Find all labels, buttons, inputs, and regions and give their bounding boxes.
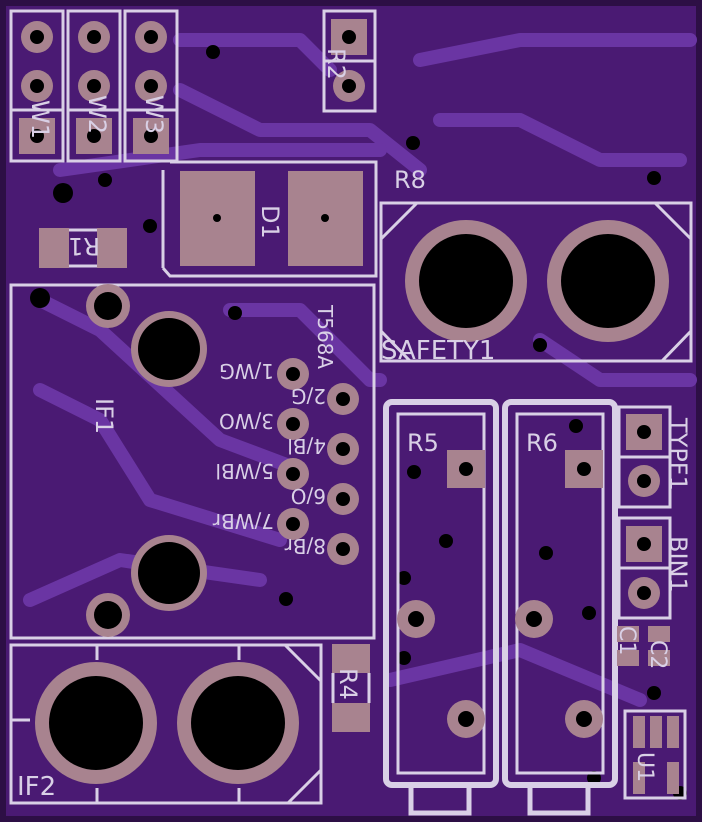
label-bin1: BIN1 bbox=[664, 536, 692, 593]
pin-label-5: 5/WBl bbox=[215, 459, 274, 483]
label-w3: W3 bbox=[140, 95, 168, 134]
pin-label-1: 1/WG bbox=[219, 359, 274, 383]
header-w2 bbox=[66, 9, 122, 163]
label-c1: C1 bbox=[614, 626, 639, 655]
connector-safety1 bbox=[379, 201, 693, 363]
label-typf1: TYPF1 bbox=[664, 417, 692, 491]
label-r4: R4 bbox=[334, 668, 362, 700]
label-d1: D1 bbox=[256, 205, 284, 239]
pin-label-8: 8/Br bbox=[284, 534, 326, 558]
capacitor-c2 bbox=[648, 626, 670, 666]
resistor-r4 bbox=[331, 644, 371, 732]
label-t568a: T568A bbox=[313, 304, 337, 369]
label-r6: R6 bbox=[526, 429, 558, 457]
label-r2: R2 bbox=[322, 48, 350, 80]
ic-u1 bbox=[623, 709, 687, 800]
header-bin1 bbox=[617, 516, 672, 620]
label-r8: R8 bbox=[394, 166, 426, 194]
pin-label-3: 3/WO bbox=[219, 409, 274, 433]
label-u1: U1 bbox=[632, 752, 657, 782]
header-w3 bbox=[123, 9, 179, 163]
connector-if2 bbox=[9, 643, 323, 805]
label-if1: IF1 bbox=[90, 398, 118, 434]
capacitor-c1 bbox=[617, 626, 639, 666]
label-r5: R5 bbox=[407, 429, 439, 457]
header-w1 bbox=[9, 9, 65, 163]
label-safety1: SAFETY1 bbox=[381, 336, 495, 366]
copper-traces bbox=[23, 33, 697, 707]
pin-label-4: 4/Bl bbox=[287, 434, 326, 458]
pin-label-6: 6/O bbox=[291, 484, 326, 508]
diode-d1 bbox=[161, 160, 378, 278]
label-if2: IF2 bbox=[17, 772, 56, 802]
connector-if1 bbox=[9, 283, 376, 640]
label-r1: R1 bbox=[68, 232, 100, 260]
resistor-r1 bbox=[39, 228, 127, 268]
label-w2: W2 bbox=[83, 95, 111, 134]
label-w1: W1 bbox=[26, 100, 54, 139]
pin-label-2: 2/G bbox=[291, 384, 326, 408]
resistor-r2 bbox=[322, 9, 377, 113]
potentiometer-r5 bbox=[383, 399, 499, 816]
pin-label-group: 1/WG 2/G 3/WO 4/Bl 5/WBl 6/O 7/WBr 8/Br bbox=[212, 359, 326, 558]
pin-label-7: 7/WBr bbox=[212, 509, 274, 533]
label-c2: C2 bbox=[645, 640, 670, 669]
header-typf1 bbox=[617, 405, 672, 509]
potentiometer-r6 bbox=[502, 399, 618, 816]
